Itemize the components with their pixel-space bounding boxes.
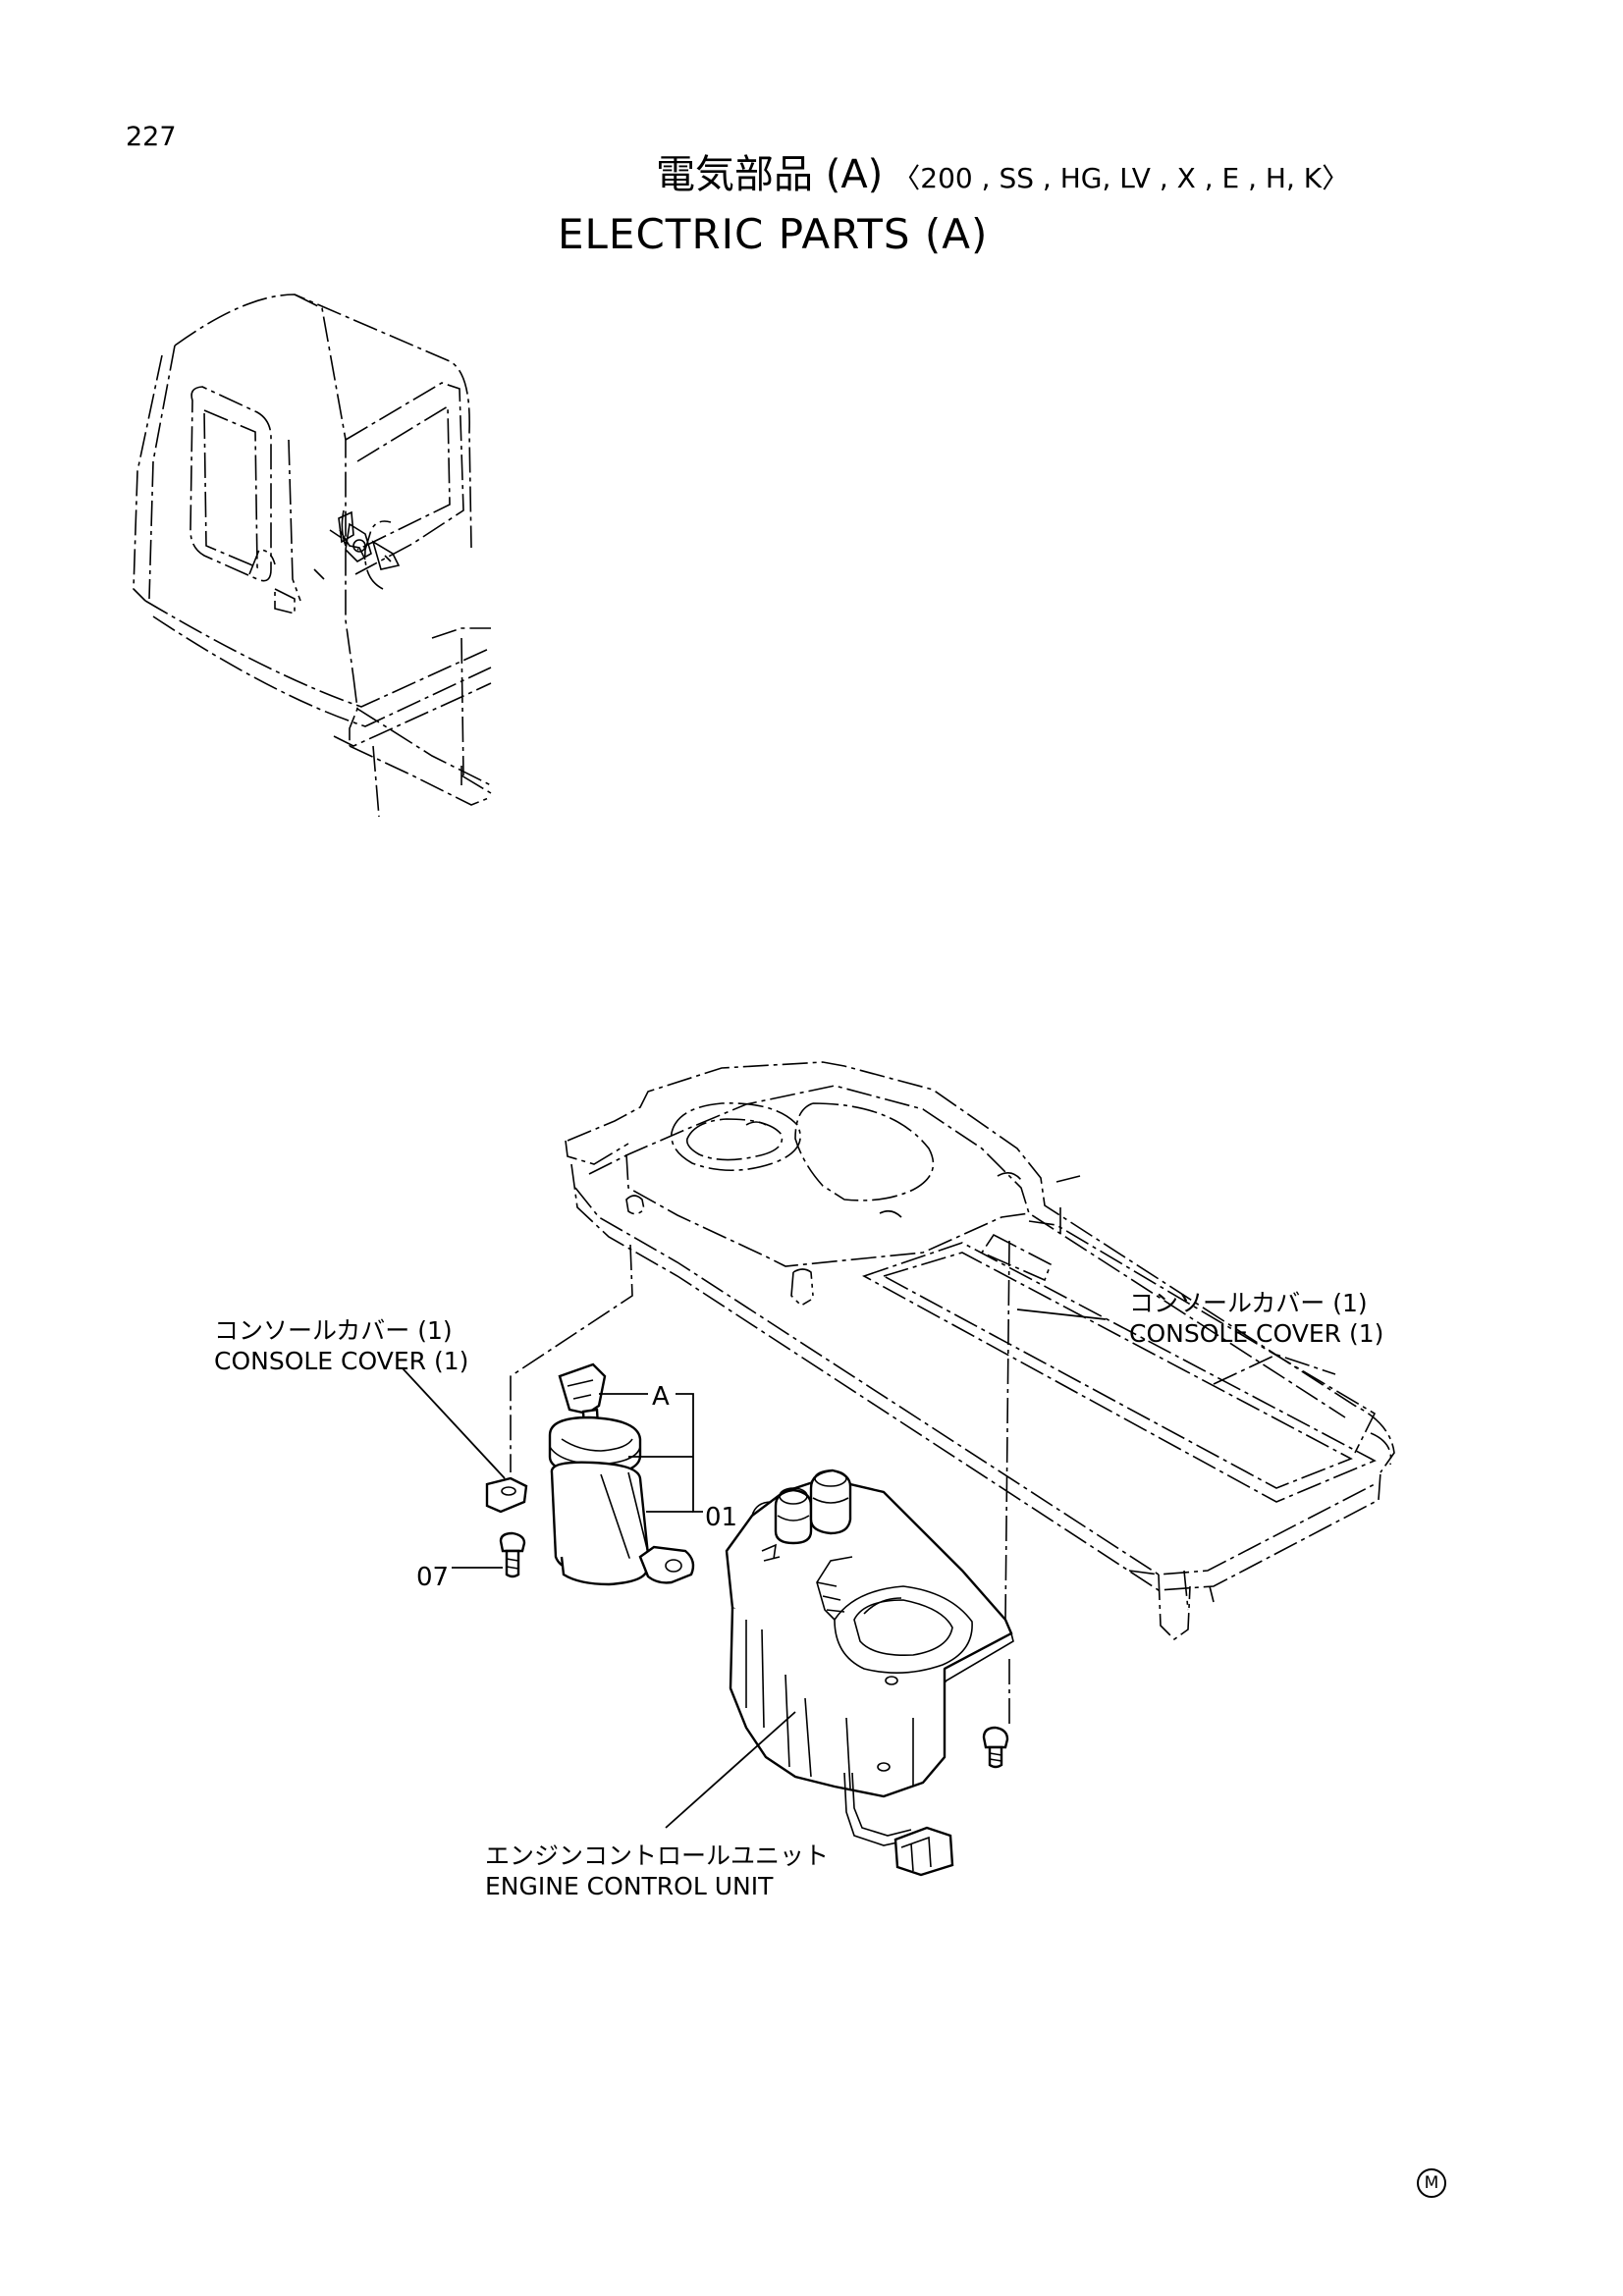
label-console-cover-left-en: CONSOLE COVER (1) [214,1347,469,1376]
label-engine-control-unit-jp: エンジンコントロールユニット [485,1842,830,1870]
key-switch-drawing [485,1362,695,1586]
title-jp-text: 電気部品 (A) [656,152,884,197]
leader-console-cover-left [402,1367,506,1479]
page-title-jp: 電気部品 (A) 〈200 , SS , HG, LV , X , E , H, … [656,155,1349,194]
manufacturer-mark-icon: M [1417,2168,1446,2198]
label-console-cover-right-en: CONSOLE COVER (1) [1129,1319,1384,1349]
model-list: 〈200 , SS , HG, LV , X , E , H, K〉 [893,162,1350,194]
label-console-cover-left: コンソールカバー (1) CONSOLE COVER (1) [214,1315,468,1377]
bracket-01 [676,1393,703,1513]
callout-a: A [652,1382,670,1412]
engine-control-unit-drawing [725,1468,1014,1877]
label-console-cover-left-jp: コンソールカバー (1) [214,1316,453,1345]
console-cover-drawing [565,1061,1395,1641]
label-engine-control-unit-en: ENGINE CONTROL UNIT [485,1872,774,1901]
leader-engine-control-unit [665,1711,796,1829]
label-console-cover-right: コンソールカバー (1) CONSOLE COVER (1) [1129,1288,1383,1350]
label-engine-control-unit: エンジンコントロールユニット ENGINE CONTROL UNIT [485,1841,829,1902]
callout-07: 07 [416,1563,450,1592]
label-console-cover-right-jp: コンソールカバー (1) [1129,1289,1368,1317]
leader-lines [402,1308,1107,1829]
cab-overview-drawing [133,294,492,818]
page-title-en: ELECTRIC PARTS (A) [558,210,989,258]
callout-01: 01 [705,1503,738,1532]
page-number: 227 [126,122,177,152]
leader-console-cover-right [1016,1308,1107,1320]
assembly-lines [510,1240,1010,1728]
